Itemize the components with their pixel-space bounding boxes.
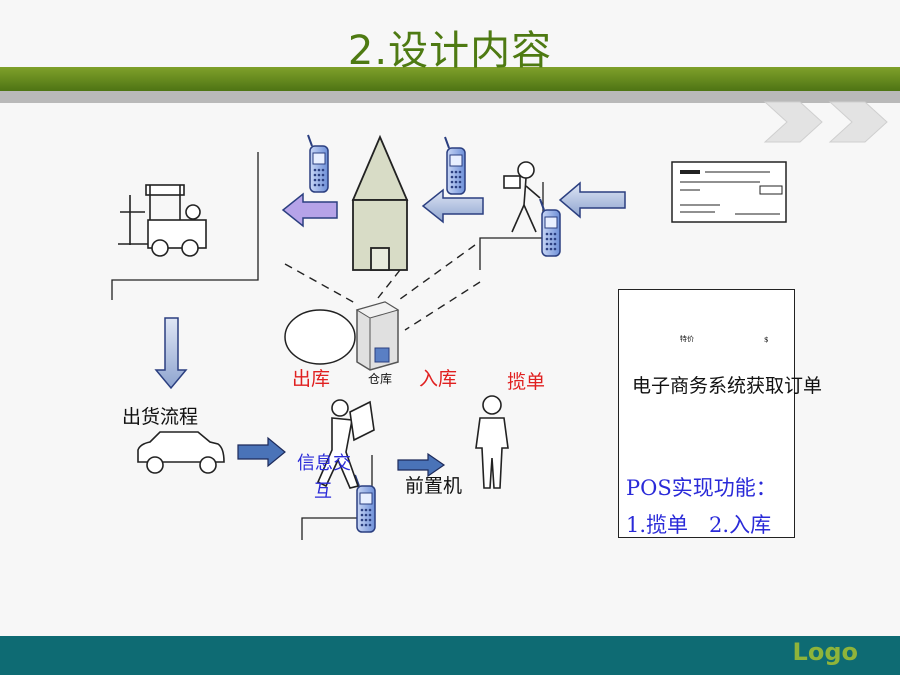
label-outbound: 出库 bbox=[292, 368, 331, 390]
house-icon bbox=[351, 134, 409, 271]
label-info-exchange-1: 信息交 bbox=[297, 453, 351, 474]
right-arrow-worker bbox=[397, 452, 446, 478]
slide-title: 2.设计内容 bbox=[347, 28, 553, 74]
left-arrow-house bbox=[281, 192, 338, 228]
label-pos-functions: POS实现功能： bbox=[626, 476, 777, 500]
mobile-phone-icon bbox=[307, 134, 329, 193]
right-arrow-car bbox=[237, 436, 286, 468]
label-ecommerce-order: 电子商务系统获取订单 bbox=[632, 375, 823, 397]
mobile-phone-icon bbox=[539, 198, 561, 257]
mobile-phone-icon bbox=[444, 136, 466, 195]
left-arrow-courier bbox=[421, 188, 484, 224]
left-arrow-cheque bbox=[558, 181, 626, 219]
down-arrow bbox=[154, 317, 188, 390]
order-box bbox=[618, 289, 795, 538]
logo-text: Logo bbox=[792, 638, 858, 666]
label-tiny-2: $ bbox=[764, 336, 769, 344]
title-band-gray bbox=[0, 91, 900, 103]
courier-icon bbox=[503, 161, 541, 233]
label-pickup: 揽单 bbox=[507, 371, 546, 393]
ellipse-node bbox=[284, 309, 356, 365]
label-front-machine: 前置机 bbox=[405, 475, 463, 497]
label-inbound: 入库 bbox=[419, 368, 458, 390]
title-band-green bbox=[0, 67, 900, 91]
car-icon bbox=[137, 431, 225, 474]
server-icon bbox=[355, 301, 400, 371]
label-shipping-flow: 出货流程 bbox=[122, 406, 199, 428]
label-pos-items: 1.揽单 2.入库 bbox=[626, 513, 772, 537]
forklift-icon bbox=[118, 184, 207, 257]
chevron-icon bbox=[763, 101, 888, 143]
person-icon bbox=[475, 395, 509, 489]
worker-icon bbox=[316, 399, 375, 489]
cheque-icon bbox=[671, 161, 787, 223]
forklift-bracket bbox=[111, 152, 259, 300]
label-tiny-1: 特价 bbox=[680, 335, 694, 343]
label-warehouse: 仓库 bbox=[368, 372, 393, 386]
footer-band bbox=[0, 636, 900, 675]
label-info-exchange-2: 互 bbox=[314, 481, 332, 502]
